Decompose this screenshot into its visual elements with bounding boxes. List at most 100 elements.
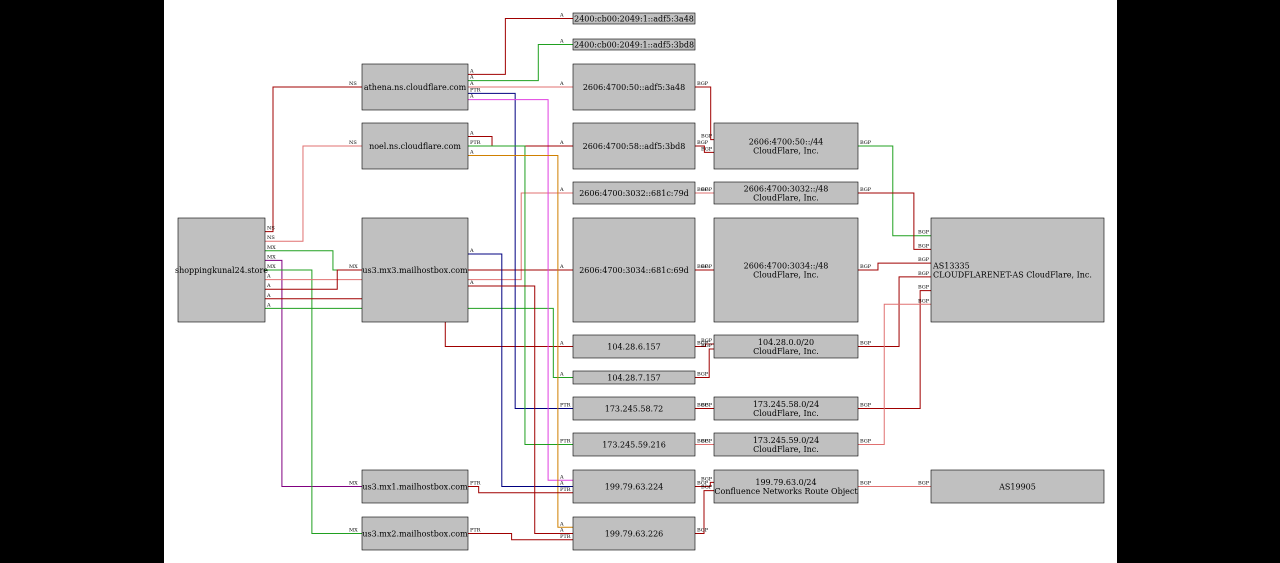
edge-athena-v6c: AA (468, 81, 573, 88)
node-ip6[interactable]: 199.79.63.226 (572, 516, 696, 551)
edge-label: PTR (560, 439, 571, 445)
node-v6d[interactable]: 2606:4700:58::adf5:3bd8 (572, 122, 696, 170)
edge-source-label: BGP (697, 264, 709, 270)
node-ip2[interactable]: 104.28.7.157 (572, 370, 696, 385)
node-title: us3.mx2.mailhostbox.com (362, 530, 468, 539)
edge-line (265, 298, 573, 347)
node-title: 2606:4700:3032::681c:79d (579, 189, 689, 198)
node-ip1[interactable]: 104.28.6.157 (572, 334, 696, 359)
node-ip3[interactable]: 173.245.58.72 (572, 396, 696, 421)
edge-domain-ip1: AA (265, 293, 573, 347)
edge-label: A (559, 474, 564, 480)
node-as2[interactable]: AS19905 (930, 469, 1105, 504)
node-v6f[interactable]: 2606:4700:3034::681c:69d (572, 217, 696, 323)
node-mx3[interactable]: us3.mx3.mailhostbox.com (361, 217, 469, 323)
node-box (572, 469, 696, 504)
edge-source-label: A (469, 280, 474, 286)
edge-v6c-pfx1: BGP BGP (695, 81, 714, 141)
edge-label: MX (349, 481, 358, 487)
edge-line (858, 262, 931, 271)
edge-label: A (559, 187, 564, 193)
node-title: us3.mx1.mailhostbox.com (362, 483, 468, 492)
node-subtitle: CLOUDFLARENET-AS CloudFlare, Inc. (933, 271, 1092, 280)
node-title: noel.ns.cloudflare.com (369, 142, 461, 151)
edge-label: BGP (701, 134, 713, 140)
node-title: 2606:4700:50::/44 (749, 138, 824, 147)
edge-label: A (559, 521, 564, 527)
node-box (713, 334, 859, 359)
edge-line (265, 86, 362, 233)
node-v6c[interactable]: 2606:4700:50::adf5:3a48 (572, 63, 696, 111)
node-ip5[interactable]: 199.79.63.224 (572, 469, 696, 504)
edge-line (265, 259, 362, 487)
edge-source-label: A (469, 75, 474, 81)
node-title: 2400:cb00:2049:1::adf5:3a48 (574, 15, 694, 24)
edge-source-label: BGP (697, 140, 709, 146)
edge-domain-athena: NS NS (265, 81, 362, 233)
node-box (713, 181, 859, 205)
edge-source-label: BGP (860, 439, 872, 445)
edge-line (858, 192, 931, 250)
edge-line (858, 145, 931, 237)
node-v6b[interactable]: 2400:cb00:2049:1::adf5:3bd8 (572, 38, 696, 51)
node-domain[interactable]: shoppingkunal24.store (175, 217, 268, 323)
edge-label: A (559, 39, 564, 45)
edge-label: PTR (560, 487, 571, 493)
edge-label: BGP (918, 243, 930, 249)
node-mx2[interactable]: us3.mx2.mailhostbox.com (361, 516, 469, 551)
nodes-layer: shoppingkunal24.store athena.ns.cloudflar… (175, 12, 1105, 551)
edge-label: PTR (560, 403, 571, 409)
edge-source-label: A (266, 302, 271, 308)
edge-source-label: MX (267, 245, 276, 251)
node-mx1[interactable]: us3.mx1.mailhostbox.com (361, 469, 469, 504)
edge-source-label: BGP (697, 81, 709, 87)
node-box (713, 217, 859, 323)
node-title: 173.245.58.72 (605, 405, 664, 414)
node-v6a[interactable]: 2400:cb00:2049:1::adf5:3a48 (572, 12, 696, 25)
node-title: 2606:4700:3032::/48 (744, 185, 829, 194)
node-v6e[interactable]: 2606:4700:3032::681c:79d (572, 181, 696, 205)
node-athena[interactable]: athena.ns.cloudflare.com (361, 63, 469, 111)
edge-line (468, 145, 573, 445)
node-box (361, 469, 469, 504)
node-ip4[interactable]: 173.245.59.216 (572, 432, 696, 457)
node-title: 173.245.59.216 (602, 441, 666, 450)
edge-source-label: BGP (860, 264, 872, 270)
edge-source-label: BGP (860, 481, 872, 487)
edge-source-label: PTR (470, 140, 481, 146)
edge-label: NS (349, 81, 357, 87)
node-noel[interactable]: noel.ns.cloudflare.com (361, 122, 469, 170)
edge-source-label: NS (267, 226, 275, 232)
edge-line (695, 490, 714, 534)
edge-label: A (559, 528, 564, 534)
edge-mx3-ip6: AA (468, 280, 573, 534)
edge-athena-ip3: PTR PTR (468, 87, 573, 409)
node-title: athena.ns.cloudflare.com (364, 83, 467, 92)
edge-label: BGP (701, 338, 713, 344)
node-box (361, 217, 469, 323)
node-title: 104.28.0.0/20 (758, 338, 814, 347)
edge-label: A (559, 341, 564, 347)
node-box (713, 396, 859, 421)
edge-label: A (559, 481, 564, 487)
edge-line (858, 290, 931, 409)
